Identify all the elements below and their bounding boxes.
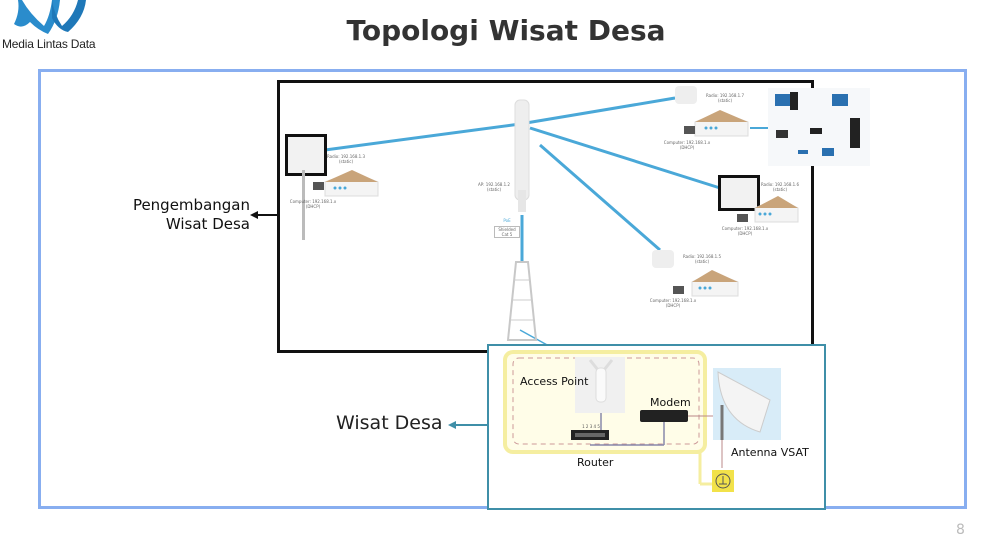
ap-label: AP: 192.168.1.2(static) xyxy=(478,182,510,192)
arrow-head-pengembangan xyxy=(250,211,258,219)
modem-icon xyxy=(640,410,688,422)
page-number: 8 xyxy=(956,522,965,538)
computer-label-station3: Computer: 192.168.1.x(DHCP) xyxy=(721,226,769,236)
ap-poe-label: PoE xyxy=(503,218,511,223)
radio-station3-highlight xyxy=(718,175,760,211)
radio-label-station2: Radio: 192.168.1.7(static) xyxy=(705,93,745,103)
modem-label: Modem xyxy=(650,396,691,409)
link-ap-station2 xyxy=(519,96,676,126)
radio-label-station3: Radio: 192.168.1.6(static) xyxy=(760,182,800,192)
radio-label-station1: Radio: 192.168.1.3(static) xyxy=(326,154,366,164)
radio-label-station4: Radio: 192.168.1.5(static) xyxy=(682,254,722,264)
link-ap-station4 xyxy=(539,143,661,252)
computer-label-station4: Computer: 192.168.1.x(DHCP) xyxy=(649,298,697,308)
link-ap-station1 xyxy=(324,122,521,152)
enclosure-dashed xyxy=(512,357,700,445)
page-title: Topologi Wisat Desa xyxy=(346,14,666,47)
antenna-label: Antenna VSAT xyxy=(731,446,809,459)
arrow-head-wisat xyxy=(448,421,456,429)
logo-icon xyxy=(14,0,86,34)
access-point-label: Access Point xyxy=(520,375,589,388)
computer-label-station1: Computer: 192.168.1.x(DHCP) xyxy=(289,199,337,209)
computer-label-station2: Computer: 192.168.1.x(DHCP) xyxy=(663,140,711,150)
link-ap-station3 xyxy=(529,126,721,190)
logo-text: Media Lintas Data xyxy=(2,37,96,51)
router-label: Router xyxy=(577,456,614,469)
radio-station1-highlight xyxy=(285,134,327,176)
router-ports-label: 1 2 3 4 5 xyxy=(582,424,600,429)
wisat-desa-label: Wisat Desa xyxy=(336,412,443,434)
pole-station1 xyxy=(302,170,305,240)
radio-station2-icon xyxy=(675,86,697,104)
radio-station4-icon xyxy=(652,250,674,268)
